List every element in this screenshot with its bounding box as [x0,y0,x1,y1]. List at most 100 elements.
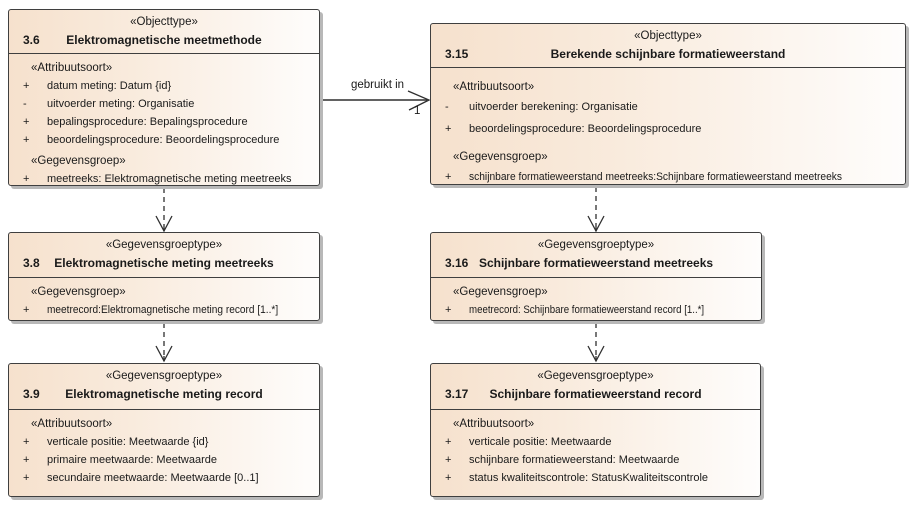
section-header: «Attribuutsoort» [31,418,113,430]
visibility-sign: - [445,101,449,113]
section-number: 3.17 [445,387,469,401]
association-gebruikt-in[interactable] [320,90,431,111]
dependency-3-6-to-3-8[interactable] [155,188,173,233]
dependency-3-15-to-3-16[interactable] [587,187,605,233]
section-number: 3.9 [23,387,40,401]
section-header: «Gegevensgroep» [31,286,126,298]
attribute-row: + schijnbare formatieweerstand meetreeks:… [431,166,905,184]
visibility-sign: - [23,98,27,110]
visibility-sign: + [445,472,452,484]
attribute-row: + meetreeks: Elektromagnetische meting me… [9,170,319,185]
visibility-sign: + [445,304,452,316]
class-name: Schijnbare formatieweerstand record [489,387,702,401]
section-header: «Gegevensgroep» [31,155,126,167]
visibility-sign: + [23,116,30,128]
title-compartment: «Gegevensgroeptype» 3.17 Schijnbare format… [431,364,760,410]
body-compartment: «Attribuutsoort»+verticale positie: Meet… [431,410,760,487]
section-header: «Gegevensgroep» [453,151,548,163]
title-compartment: «Gegevensgroeptype» 3.16 Schijnbare format… [431,233,761,278]
body-compartment: «Attribuutsoort»- uitvoerder berekening: … [431,68,905,184]
visibility-sign: + [23,173,30,185]
uml-class-3-9[interactable]: «Gegevensgroeptype» 3.9 Elektromagnetische… [8,363,320,497]
association-target-multiplicity: 1 [414,105,421,117]
attribute-text: schijnbare formatieweerstand meetreeks:S… [469,171,843,183]
body-compartment: «Gegevensgroep»+ meetrecord: Schijnbare f… [431,278,761,319]
stereotype-label: «Objecttype» [634,30,702,42]
body-compartment: «Attribuutsoort»+verticale positie: Meet… [9,410,319,487]
attribute-text: status kwaliteitscontrole: StatusKwalite… [469,472,709,484]
class-title-line: 3.17 Schijnbare formatieweerstand record [431,386,760,402]
section-header: «Attribuutsoort» [31,62,113,74]
section-number: 3.16 [445,256,469,270]
stereotype-label: «Gegevensgroeptype» [537,239,655,251]
attribute-text: verticale positie: Meetwaarde [469,436,612,448]
title-compartment: «Gegevensgroeptype» 3.9 Elektromagnetische… [9,364,319,410]
uml-class-3-16[interactable]: «Gegevensgroeptype» 3.16 Schijnbare format… [430,232,762,321]
stereotype-label: «Objecttype» [130,16,198,28]
class-title-line: 3.9 Elektromagnetische meting record [9,386,319,402]
attribute-text: beoordelingsprocedure: Beoordelingsproce… [47,134,280,146]
visibility-sign: + [23,472,30,484]
attribute-row: + meetrecord: Schijnbare formatieweerstan… [431,301,761,319]
uml-class-3-15[interactable]: «Objecttype» 3.15 Berekende schijnbare for… [430,23,906,185]
visibility-sign: + [23,436,30,448]
visibility-sign: + [445,454,452,466]
attribute-text: meetrecord: Schijnbare formatieweerstand… [469,304,705,316]
class-name: Schijnbare formatieweerstand meetreeks [478,256,714,270]
attribute-row: + verticale positie: Meetwaarde {id} [9,433,319,451]
attribute-text: beoordelingsprocedure: Beoordelingsproce… [469,123,702,135]
body-compartment: «Attribuutsoort»+datum meting: Datum {id… [9,54,319,185]
attribute-text: schijnbare formatieweerstand: Meetwaarde [469,454,680,466]
section-number: 3.8 [23,256,40,270]
attribute-row: + beoordelingsprocedure: Beoordelingsproc… [431,118,905,140]
visibility-sign: + [23,454,30,466]
visibility-sign: + [23,80,30,92]
association-label: gebruikt in [351,79,405,91]
body-compartment: «Gegevensgroep»+ meetrecord:Elektromagnet… [9,278,319,319]
attribute-text: bepalingsprocedure: Bepalingsprocedure [47,116,248,128]
class-name: Elektromagnetische meting meetreeks [54,256,274,270]
attribute-text: secundaire meetwaarde: Meetwaarde [0..1] [47,472,259,484]
class-name: Elektromagnetische meetmethode [66,33,262,47]
class-title-line: 3.15 Berekende schijnbare formatieweersta… [431,46,905,62]
class-name: Berekende schijnbare formatieweerstand [550,47,786,61]
class-title-line: 3.16 Schijnbare formatieweerstand meetree… [431,255,761,271]
class-name: Elektromagnetische meting record [65,387,263,401]
visibility-sign: + [445,171,452,183]
attribute-text: meetrecord:Elektromagnetische meting rec… [47,304,279,316]
attribute-row: + schijnbare formatieweerstand: Meetwaard… [431,451,760,469]
dependency-3-16-to-3-17[interactable] [587,323,605,363]
attribute-text: uitvoerder berekening: Organisatie [469,101,638,113]
attribute-text: verticale positie: Meetwaarde {id} [47,436,209,448]
stereotype-label: «Gegevensgroeptype» [537,370,654,382]
attribute-row: + primaire meetwaarde: Meetwaarde [9,451,319,469]
dependency-3-8-to-3-9[interactable] [155,323,173,363]
attribute-text: uitvoerder meting: Organisatie [47,98,195,110]
section-header: «Gegevensgroep» [453,286,548,298]
visibility-sign: + [23,134,30,146]
visibility-sign: + [23,304,30,316]
attribute-row: - uitvoerder meting: Organisatie [9,95,319,113]
attribute-row: + datum meting: Datum {id} [9,77,319,95]
attribute-row: + beoordelingsprocedure: Beoordelingsproc… [9,131,319,149]
attribute-row: + verticale positie: Meetwaarde [431,433,760,451]
visibility-sign: + [445,436,452,448]
attribute-text: primaire meetwaarde: Meetwaarde [47,454,217,466]
section-header: «Attribuutsoort» [453,81,535,93]
section-number: 3.15 [445,47,469,61]
stereotype-label: «Gegevensgroeptype» [105,370,223,382]
title-compartment: «Objecttype» 3.15 Berekende schijnbare for… [431,24,905,68]
section-header: «Attribuutsoort» [453,418,535,430]
attribute-text: datum meting: Datum {id} [47,80,172,92]
attribute-row: - uitvoerder berekening: Organisatie [431,96,905,118]
visibility-sign: + [445,123,452,135]
attribute-text: meetreeks: Elektromagnetische meting mee… [47,173,292,185]
uml-class-3-17[interactable]: «Gegevensgroeptype» 3.17 Schijnbare format… [430,363,761,497]
attribute-row: + secundaire meetwaarde: Meetwaarde [0..1… [9,469,319,487]
